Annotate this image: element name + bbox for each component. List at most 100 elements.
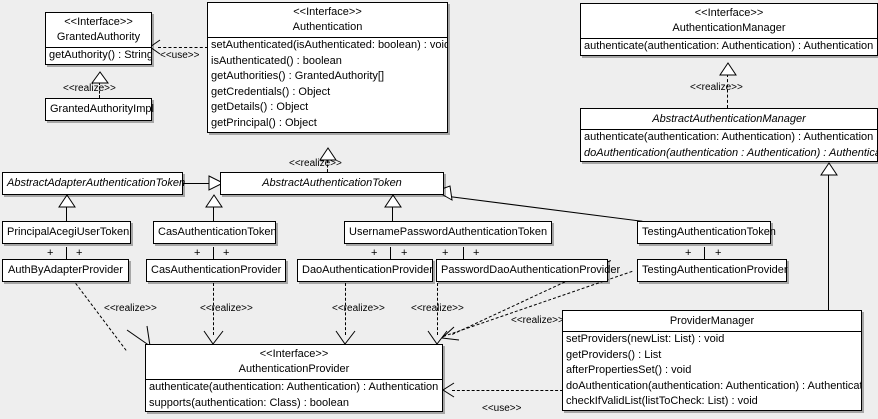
class-operations: setAuthenticated(isAuthenticated: boolea… — [208, 37, 447, 132]
class-name: ProviderManager — [669, 315, 755, 327]
realize-edge-casauthenticationprovider — [213, 283, 214, 335]
class-provider-manager[interactable]: ProviderManager setProviders(newList: Li… — [562, 310, 862, 411]
operation-row: authenticate(authentication: Authenticat… — [149, 381, 439, 393]
association-plus-left-principal: + — [47, 247, 54, 259]
class-name: PrincipalAcegiUserToken — [7, 226, 130, 238]
class-name: TestingAuthenticationProvider — [642, 264, 788, 276]
class-cas-authentication-token[interactable]: CasAuthenticationToken — [153, 221, 277, 244]
operation-row: getAuthority() : String — [49, 49, 151, 61]
association-edge-adaptertoken — [183, 183, 213, 184]
class-operations: getAuthority() : String — [46, 47, 151, 64]
class-stereotype: <<Interface>> — [293, 6, 362, 18]
class-name: PasswordDaoAuthenticationProvider — [441, 264, 621, 276]
class-operations: setProviders(newList: List) : void getPr… — [563, 331, 861, 410]
operation-row: setProviders(newList: List) : void — [566, 333, 725, 345]
class-name: AbstractAdapterAuthenticationToken — [7, 177, 186, 189]
association-edge-upt-passworddao — [463, 247, 464, 259]
class-name: TestingAuthenticationToken — [642, 226, 776, 238]
class-name: AbstractAuthenticationToken — [262, 177, 402, 189]
class-testing-authentication-token[interactable]: TestingAuthenticationToken — [637, 221, 776, 244]
realize-label-grantedauthorityimpl: <<realize>> — [63, 83, 116, 94]
class-abstract-authentication-manager[interactable]: AbstractAuthenticationManager authentica… — [580, 108, 878, 163]
class-stereotype: <<Interface>> — [259, 348, 329, 360]
generalization-edge-usernamepasswordtoken — [392, 206, 393, 221]
generalization-edge-providermanager — [828, 175, 829, 311]
operation-row: checkIfValidList(listToCheck: List) : vo… — [566, 395, 758, 408]
realize-label-abstractmanager: <<realize>> — [690, 82, 743, 93]
class-auth-by-adapter-provider[interactable]: AuthByAdapterProvider — [2, 259, 129, 282]
association-arrowhead-abstracttoken — [208, 175, 225, 191]
association-plus-left-upt: + — [371, 247, 378, 259]
class-authentication-provider[interactable]: <<Interface>> AuthenticationProvider aut… — [145, 344, 443, 413]
realize-triangle-authentication — [319, 147, 337, 161]
association-plus-left-upt2: + — [442, 247, 449, 259]
operation-row: supports(authentication: Class) : boolea… — [149, 396, 349, 409]
class-operations: authenticate(authentication: Authenticat… — [581, 129, 877, 161]
association-edge-testing-token-provider — [704, 247, 705, 259]
association-edge-principal-authbyadapter — [66, 247, 67, 259]
association-plus-right-upt: + — [401, 247, 408, 259]
realize-label-passworddaoprovider: <<realize>> — [411, 303, 464, 314]
realize-edge-passworddaoauthenticationprovider — [437, 283, 438, 335]
realize-edge-authbyadapterprovider — [75, 283, 127, 351]
class-abstract-authentication-token[interactable]: AbstractAuthenticationToken — [220, 172, 444, 195]
class-name: AbstractAuthenticationManager — [652, 113, 806, 125]
use-arrowhead-authprovider — [442, 382, 455, 398]
operation-row: authenticate(authentication: Authenticat… — [584, 40, 874, 52]
association-plus-right-testing: + — [715, 247, 722, 259]
class-password-dao-authentication-provider[interactable]: PasswordDaoAuthenticationProvider — [436, 259, 621, 282]
operation-row: setAuthenticated(isAuthenticated: boolea… — [211, 39, 447, 51]
operation-row: isAuthenticated() : boolean — [211, 54, 342, 67]
class-stereotype: <<Interface>> — [694, 7, 764, 19]
realize-edge-abstracttoken-authentication — [327, 160, 328, 172]
class-granted-authority[interactable]: <<Interface>> GrantedAuthority getAuthor… — [45, 12, 152, 65]
association-plus-right-upt2: + — [473, 247, 480, 259]
generalization-triangle-adaptertoken — [58, 194, 76, 208]
class-name: CasAuthenticationProvider — [151, 264, 282, 276]
operation-row: getDetails() : Object — [211, 101, 309, 114]
operation-row: getPrincipal() : Object — [211, 116, 317, 129]
association-plus-left-cas: + — [194, 247, 201, 259]
class-abstract-adapter-authentication-token[interactable]: AbstractAdapterAuthenticationToken — [2, 172, 186, 195]
class-granted-authority-impl[interactable]: GrantedAuthorityImpl — [45, 98, 154, 121]
realize-label-abstracttoken: <<realize>> — [289, 158, 342, 169]
class-name: UsernamePasswordAuthenticationToken — [349, 226, 548, 238]
use-edge-providermanager-authprovider — [452, 390, 563, 391]
operation-row: doAuthentication(authentication: Authent… — [566, 379, 861, 392]
class-dao-authentication-provider[interactable]: DaoAuthenticationProvider — [297, 259, 433, 282]
class-testing-authentication-provider[interactable]: TestingAuthenticationProvider — [637, 259, 788, 282]
operation-row: afterPropertiesSet() : void — [566, 364, 692, 377]
realize-edge-daoauthenticationprovider — [345, 283, 346, 335]
operation-row: getAuthorities() : GrantedAuthority[] — [211, 70, 385, 83]
association-edge-upt-dao — [390, 247, 391, 259]
realize-label-authbyadapterprovider: <<realize>> — [104, 303, 157, 314]
class-authentication[interactable]: <<Interface>> Authentication setAuthenti… — [207, 2, 448, 133]
generalization-triangle-abstracttoken-cas — [205, 194, 223, 208]
use-label-grantedauthority: <<use>> — [160, 50, 200, 61]
realize-triangle-grantedauthority — [91, 71, 109, 84]
realize-edge-grantedauthorityimpl — [99, 82, 100, 98]
realize-edge-abstractmanager — [727, 74, 728, 108]
class-name: CasAuthenticationToken — [158, 226, 277, 238]
class-name: AuthByAdapterProvider — [8, 264, 123, 276]
realize-arrowhead-authprovider-5 — [440, 326, 460, 341]
association-edge-cas-token-provider — [213, 247, 214, 259]
class-name: GrantedAuthority — [56, 31, 141, 43]
generalization-edge-principalacegiusertoken — [66, 206, 67, 221]
operation-row: getProviders() : List — [566, 348, 662, 361]
class-cas-authentication-provider[interactable]: CasAuthenticationProvider — [146, 259, 286, 282]
use-edge-authentication-grantedauthority — [158, 47, 208, 48]
operation-row: doAuthentication(authentication : Authen… — [584, 146, 877, 159]
class-name: Authentication — [292, 21, 363, 33]
class-authentication-manager[interactable]: <<Interface>> AuthenticationManager auth… — [580, 3, 878, 56]
operation-row: authenticate(authentication: Authenticat… — [584, 131, 874, 143]
class-principal-acegi-user-token[interactable]: PrincipalAcegiUserToken — [2, 221, 131, 244]
realize-label-casauthenticationprovider: <<realize>> — [200, 303, 253, 314]
realize-label-daoauthenticationprovider: <<realize>> — [332, 303, 385, 314]
class-username-password-authentication-token[interactable]: UsernamePasswordAuthenticationToken — [344, 221, 552, 244]
association-plus-right-principal: + — [76, 247, 83, 259]
class-name: GrantedAuthorityImpl — [50, 103, 154, 115]
realize-arrowhead-authprovider-1 — [126, 325, 151, 347]
use-label-providermanager: <<use>> — [482, 403, 522, 414]
